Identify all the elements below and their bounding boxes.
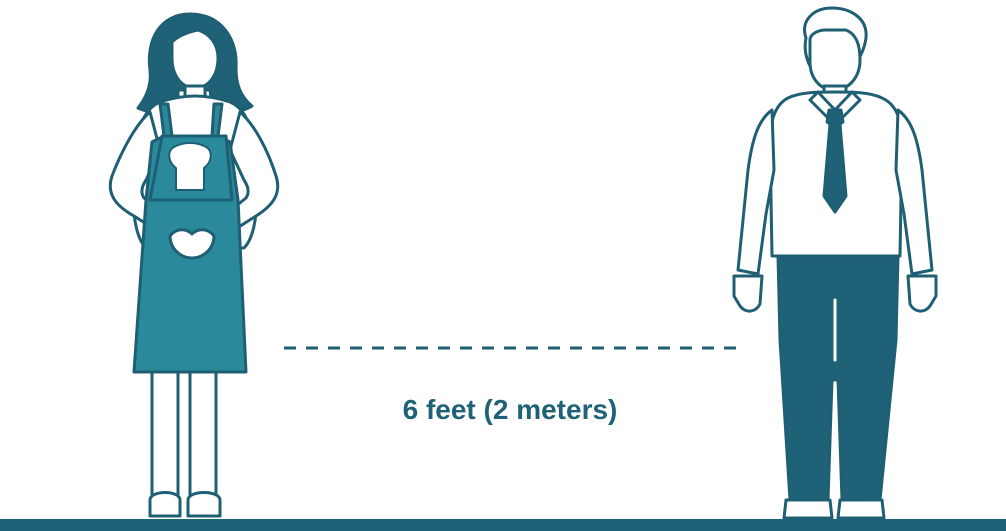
man-left-shoe bbox=[784, 500, 832, 518]
man-right-hand bbox=[908, 276, 936, 311]
man-trousers bbox=[778, 256, 898, 500]
man-face bbox=[810, 30, 860, 90]
woman-left-leg bbox=[152, 372, 178, 500]
man-left-hand bbox=[734, 276, 762, 311]
businessman-figure bbox=[734, 8, 936, 518]
ground-line bbox=[0, 519, 1006, 531]
woman-right-shoe bbox=[188, 493, 220, 517]
man-left-arm bbox=[738, 110, 774, 274]
distance-label: 6 feet (2 meters) bbox=[300, 390, 720, 430]
woman-left-shoe bbox=[150, 493, 180, 517]
woman-right-leg bbox=[190, 372, 216, 500]
baker-woman-figure bbox=[110, 14, 278, 516]
woman-face bbox=[172, 30, 218, 88]
man-right-shoe bbox=[838, 500, 884, 518]
bread-icon bbox=[169, 143, 211, 190]
